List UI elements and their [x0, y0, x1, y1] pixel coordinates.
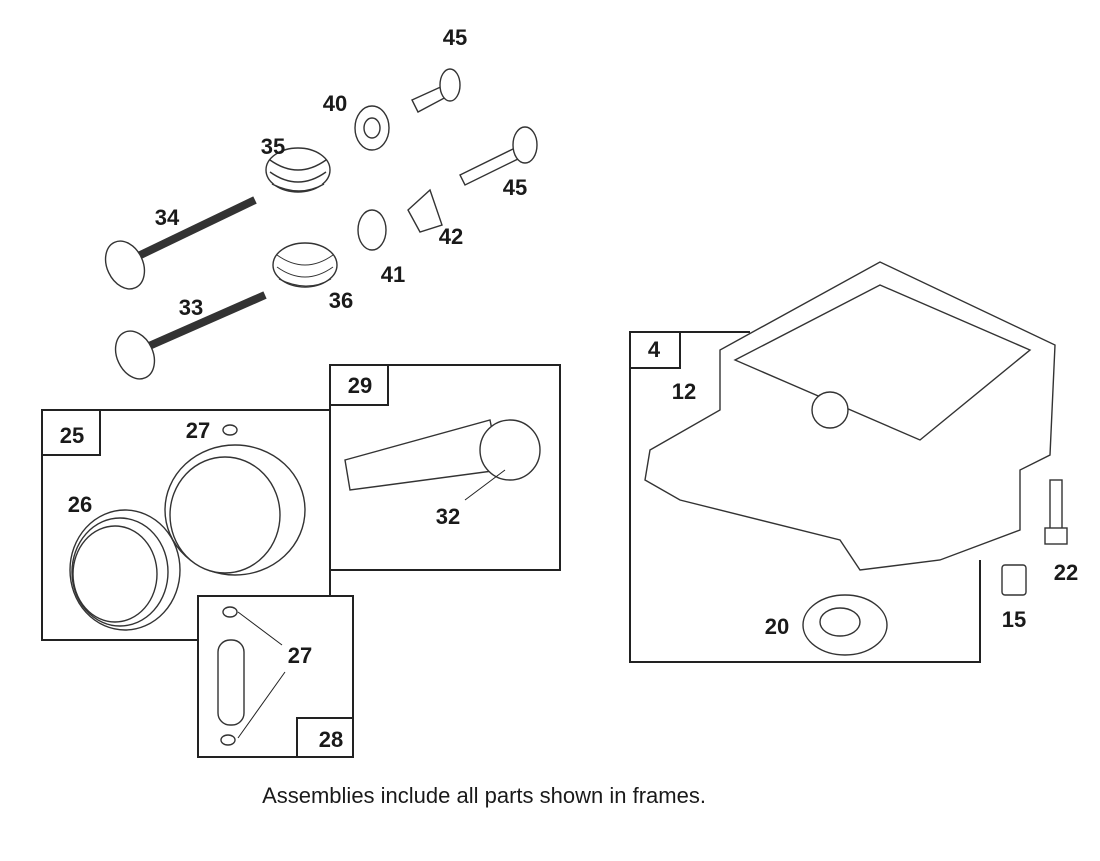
keeper-42 — [407, 188, 443, 233]
callout-22: 22 — [1053, 560, 1079, 585]
piston-rings-26 — [69, 509, 181, 631]
callout-15: 15 — [1001, 607, 1027, 632]
frame-28 — [197, 595, 354, 758]
callout-45: 45 — [442, 25, 468, 50]
callout-32: 32 — [435, 504, 461, 529]
connecting-rod-32 — [344, 419, 541, 501]
spring-36 — [272, 242, 338, 288]
plug-15 — [1001, 564, 1027, 596]
clip-27 — [222, 424, 238, 436]
guide-45a — [411, 68, 461, 113]
frame-label-25: 25 — [59, 423, 85, 448]
caption: Assemblies include all parts shown in fr… — [262, 783, 706, 808]
valve-33 — [114, 291, 267, 380]
callout-26: 26 — [67, 492, 93, 517]
callout-42: 42 — [438, 224, 464, 249]
retainer-40 — [354, 105, 390, 151]
callout-27: 27 — [185, 418, 211, 443]
piston — [164, 444, 306, 576]
crankcase-sump-12 — [644, 261, 1056, 571]
callout-35: 35 — [260, 134, 286, 159]
callout-20: 20 — [764, 614, 790, 639]
valve-34 — [104, 196, 257, 290]
callout-45: 45 — [502, 175, 528, 200]
guide-45b — [459, 126, 538, 186]
frame-label-29: 29 — [347, 373, 373, 398]
spring-35 — [265, 147, 331, 193]
bolt-22 — [1044, 479, 1068, 545]
callout-36: 36 — [328, 288, 354, 313]
frame-label-4: 4 — [647, 337, 661, 362]
callout-34: 34 — [154, 205, 180, 230]
frame-label-28: 28 — [318, 727, 344, 752]
frame-4 — [629, 331, 981, 663]
retainer-41 — [357, 209, 387, 251]
callout-12: 12 — [671, 379, 697, 404]
piston-pin — [217, 606, 286, 746]
callout-40: 40 — [322, 91, 348, 116]
oil-seal-20 — [802, 594, 888, 656]
callout-27: 27 — [287, 643, 313, 668]
callout-41: 41 — [380, 262, 406, 287]
frame-29 — [329, 364, 561, 571]
callout-33: 33 — [178, 295, 204, 320]
